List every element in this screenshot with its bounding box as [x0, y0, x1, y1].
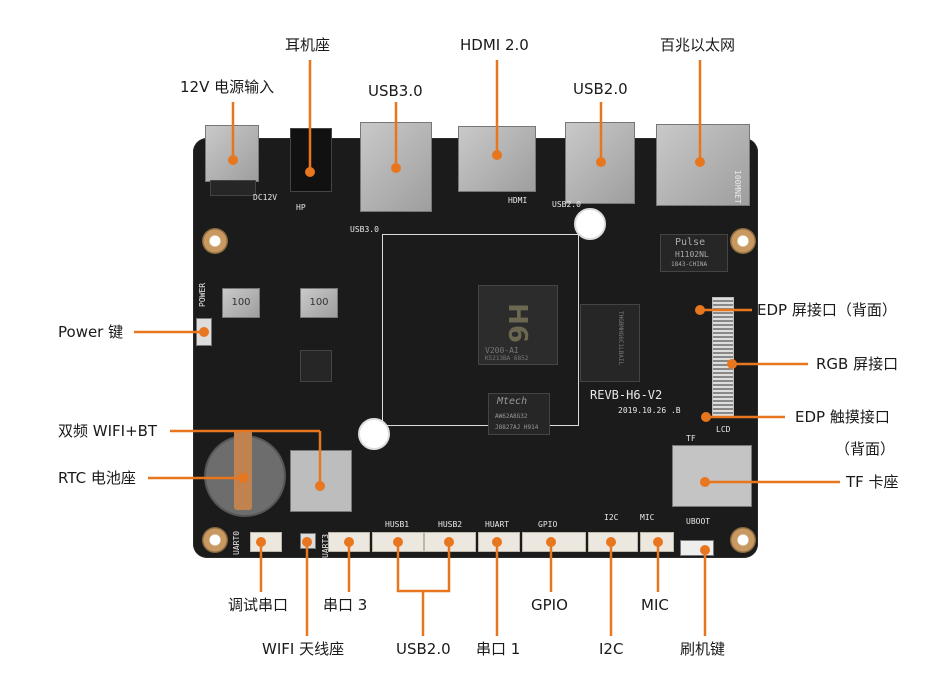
label-rtc: RTC 电池座 — [58, 469, 136, 487]
phy-brand: Pulse — [675, 237, 706, 248]
label-debug-uart: 调试串口 — [228, 596, 289, 614]
ram-part: AW62A8G32 — [495, 413, 528, 420]
marker-dot — [653, 537, 663, 547]
board-date: 2019.10.26 .B — [618, 406, 681, 415]
marker-dot — [391, 163, 401, 173]
marker-dot — [701, 412, 711, 422]
label-wifi-bt: 双频 WIFI+BT — [58, 422, 158, 440]
mount-hole — [730, 527, 756, 553]
ram-code: J8827AJ H914 — [495, 424, 539, 431]
label-hdmi: HDMI 2.0 — [460, 36, 529, 54]
soc-code: K5213BA 6852 — [485, 355, 529, 362]
silk-mic: MIC — [640, 513, 655, 522]
silk-huart: HUART — [485, 520, 510, 529]
phy-part: H1102NL — [675, 250, 709, 259]
phy-origin: 1843-CHINA — [671, 261, 708, 268]
soc-outline — [382, 234, 579, 426]
marker-dot — [596, 157, 606, 167]
silk-dc12v: DC12V — [253, 193, 278, 202]
marker-dot — [302, 537, 312, 547]
label-flash-key: 刷机键 — [680, 640, 726, 658]
label-uart3: 串口 3 — [323, 596, 368, 614]
silk-husb2: HUSB2 — [438, 520, 463, 529]
marker-dot — [700, 545, 710, 555]
label-power-key: Power 键 — [58, 323, 124, 341]
ethernet-transformer: Pulse H1102NL 1843-CHINA — [660, 234, 728, 272]
label-edp-touch-note: （背面） — [835, 440, 896, 458]
silk-i2c: I2C — [604, 513, 619, 522]
label-usb3: USB3.0 — [368, 82, 423, 100]
marker-dot — [492, 150, 502, 160]
label-usb2-bottom: USB2.0 — [396, 640, 451, 658]
pmic-chip — [300, 350, 332, 382]
label-usb2-top: USB2.0 — [573, 80, 628, 98]
rtc-contact — [234, 430, 252, 510]
silk-hp: HP — [296, 203, 306, 212]
emmc-chip: THGBMHG6C1LBAIL — [580, 304, 640, 382]
silk-usb2: USB2.0 — [552, 200, 581, 209]
inductor: 100 — [222, 288, 260, 318]
mount-hole — [202, 527, 228, 553]
label-edp-touch: EDP 触摸接口 — [795, 408, 890, 426]
label-headphone: 耳机座 — [285, 36, 331, 54]
marker-dot — [256, 537, 266, 547]
label-rgb-screen: RGB 屏接口 — [816, 355, 899, 373]
marker-dot — [546, 537, 556, 547]
label-uart1: 串口 1 — [476, 640, 521, 658]
marker-dot — [238, 473, 248, 483]
dc-jack-body — [210, 180, 256, 196]
label-wifi-antenna: WIFI 天线座 — [262, 640, 345, 658]
soc-part: V200-AI — [485, 346, 519, 355]
label-power-12v: 12V 电源输入 — [180, 78, 275, 96]
silk-hdmi: HDMI — [508, 196, 528, 205]
marker-dot — [700, 477, 710, 487]
marker-dot — [305, 167, 315, 177]
silk-tf: TF — [686, 434, 696, 443]
label-mic: MIC — [641, 596, 669, 614]
marker-dot — [444, 537, 454, 547]
board-model: REVB-H6-V2 — [590, 388, 663, 402]
marker-dot — [727, 359, 737, 369]
silk-uboot: UBOOT — [686, 517, 711, 526]
marker-dot — [606, 537, 616, 547]
ram-chip: Mtech AW62A8G32 J8827AJ H914 — [488, 393, 550, 435]
marker-dot — [393, 537, 403, 547]
marker-dot — [315, 481, 325, 491]
mount-ring — [358, 418, 390, 450]
label-ethernet: 百兆以太网 — [660, 36, 736, 54]
inductor: 100 — [300, 288, 338, 318]
mount-hole — [202, 228, 228, 254]
tf-card-slot — [672, 445, 752, 507]
marker-dot — [695, 305, 705, 315]
ram-brand: Mtech — [497, 396, 528, 407]
mount-ring — [574, 208, 606, 240]
marker-dot — [344, 537, 354, 547]
marker-dot — [695, 157, 705, 167]
label-i2c: I2C — [599, 640, 624, 658]
marker-dot — [199, 327, 209, 337]
label-gpio: GPIO — [531, 596, 568, 614]
label-edp-screen: EDP 屏接口（背面） — [757, 301, 897, 319]
silk-gpio: GPIO — [538, 520, 558, 529]
marker-dot — [492, 537, 502, 547]
h6-soc: H6 V200-AI K5213BA 6852 — [478, 285, 558, 365]
silk-usb3: USB3.0 — [350, 225, 379, 234]
silk-lcd: LCD — [716, 425, 731, 434]
mount-hole — [730, 228, 756, 254]
silk-husb1: HUSB1 — [385, 520, 410, 529]
label-tf-slot: TF 卡座 — [846, 473, 899, 491]
marker-dot — [228, 155, 238, 165]
circuit-board — [193, 138, 758, 558]
